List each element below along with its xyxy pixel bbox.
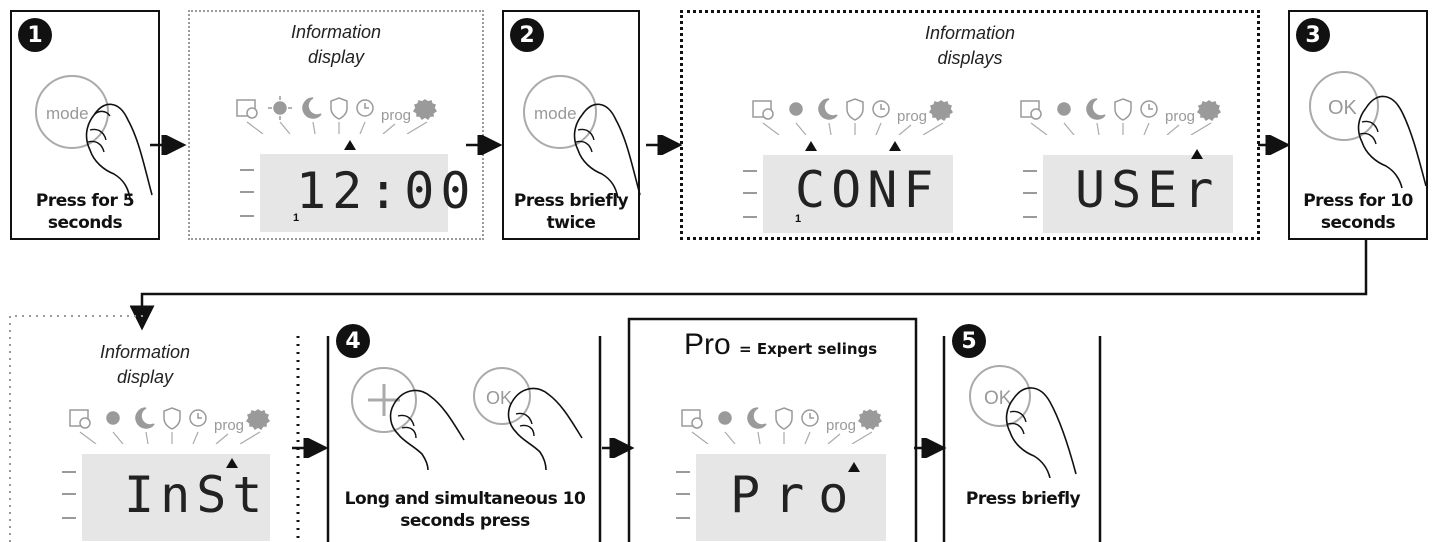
step-number-badge: 5	[952, 324, 986, 358]
caption-line: Long and simultaneous 10	[344, 489, 586, 509]
prog-label: prog	[826, 417, 856, 434]
label-line: Information	[99, 342, 191, 362]
pro-title-small: = Expert selings	[739, 340, 878, 358]
step-3-caption: Press for 10 seconds	[1290, 190, 1426, 234]
lcd-side-bars	[62, 471, 76, 519]
pro-title-big: Pro	[684, 328, 731, 361]
svg-text:OK: OK	[984, 388, 1012, 409]
flow-arrow	[466, 135, 503, 155]
step-2-panel: 2 mode Press briefly twice	[502, 10, 641, 240]
step-5-caption: Press briefly	[944, 488, 1102, 510]
lcd-readout: Pro	[730, 466, 863, 524]
pro-title: Pro = Expert selings	[684, 328, 877, 362]
lcd-indicator-triangle	[344, 140, 356, 150]
label-line: displays	[937, 48, 1003, 68]
svg-text:mode: mode	[46, 104, 89, 123]
label-line: Information	[290, 22, 382, 42]
caption-line: Press for 10	[1303, 191, 1413, 211]
label-line: display	[307, 47, 365, 67]
lcd-side-bars	[743, 170, 757, 218]
step-number-badge: 3	[1296, 18, 1330, 52]
caption-line: twice	[546, 213, 596, 233]
lcd-icon-row: prog	[236, 96, 438, 134]
lcd-screen	[1043, 155, 1233, 233]
flow-connector	[130, 240, 1368, 331]
lcd-side-bars	[1023, 170, 1037, 218]
step-3-panel: 3 OK Press for 10 seconds	[1288, 10, 1428, 240]
step-number-badge: 1	[18, 18, 52, 52]
step-1-caption: Press for 5 seconds	[12, 190, 158, 234]
flow-arrow	[914, 438, 947, 458]
lcd-screen	[260, 154, 448, 232]
lcd-icon-row: prog	[681, 407, 883, 444]
lcd-readout: 12:00	[296, 162, 477, 220]
lcd-icon-row: prog	[1020, 98, 1222, 135]
svg-text:OK: OK	[1328, 97, 1358, 119]
caption-line: Press briefly	[513, 191, 629, 211]
step-2-caption: Press briefly twice	[504, 190, 638, 234]
plus-button-hand-icon	[351, 367, 465, 470]
label-line: display	[116, 367, 174, 387]
information-display-label: Information display	[190, 20, 482, 70]
information-display-panel: Information display prog 12:00 1	[188, 10, 484, 240]
lcd-readout: InSt	[124, 466, 269, 524]
step-number-badge: 4	[336, 324, 370, 358]
caption-line: Press for 5	[35, 191, 135, 211]
ok-button-hand-icon: OK	[473, 367, 583, 470]
svg-text:mode: mode	[534, 104, 577, 123]
step-1-panel: 1 mode Press for 5 seconds	[10, 10, 160, 240]
step-5-frame	[942, 336, 1102, 542]
mode-button-hand-icon: mode	[523, 75, 641, 199]
prog-label: prog	[1165, 108, 1195, 125]
flow-arrow	[646, 135, 683, 155]
flow-arrow	[150, 135, 187, 155]
step-4-caption: Long and simultaneous 10 seconds press	[330, 488, 600, 532]
lcd-icon-row: prog	[752, 98, 954, 135]
dotted-frame	[9, 315, 300, 542]
lcd-icon-row: prog	[69, 407, 271, 444]
lcd-small-digit: 1	[795, 213, 802, 225]
lcd-side-bars	[240, 169, 254, 217]
caption-line: Press briefly	[965, 489, 1081, 509]
mode-button-hand-icon: mode	[35, 75, 153, 199]
ok-button-hand-icon: OK	[969, 365, 1077, 478]
information-displays-panel: Information displays prog CONF 1	[680, 10, 1260, 240]
ok-button-hand-icon: OK	[1309, 71, 1427, 189]
flow-arrow	[602, 438, 635, 458]
lcd-small-digit: 1	[293, 212, 300, 224]
lcd-screen	[82, 454, 270, 541]
caption-line: seconds	[47, 213, 123, 233]
lcd-indicator-triangle	[226, 458, 238, 468]
lcd-readout: USEr	[1075, 161, 1220, 219]
lcd-screen	[763, 155, 953, 233]
information-displays-label: Information displays	[683, 21, 1257, 71]
step-number-badge: 2	[510, 18, 544, 52]
lcd-indicator-triangle	[848, 462, 860, 472]
caption-line: seconds	[1320, 213, 1396, 233]
prog-label: prog	[381, 107, 411, 124]
lcd-indicator-triangle	[889, 141, 901, 151]
lcd-indicator-triangle	[1191, 149, 1203, 159]
svg-text:OK: OK	[486, 388, 512, 408]
flow-arrow	[292, 438, 329, 458]
label-line: Information	[924, 23, 1016, 43]
lcd-indicator-triangle	[805, 141, 817, 151]
lcd-readout: CONF	[795, 161, 940, 219]
information-display-label: Information display	[40, 340, 250, 390]
prog-label: prog	[214, 417, 244, 434]
prog-label: prog	[897, 108, 927, 125]
flow-arrow	[1258, 135, 1291, 155]
pro-frame	[627, 317, 918, 542]
step-4-frame	[326, 336, 602, 542]
lcd-side-bars	[676, 471, 690, 519]
caption-line: seconds press	[400, 511, 530, 531]
